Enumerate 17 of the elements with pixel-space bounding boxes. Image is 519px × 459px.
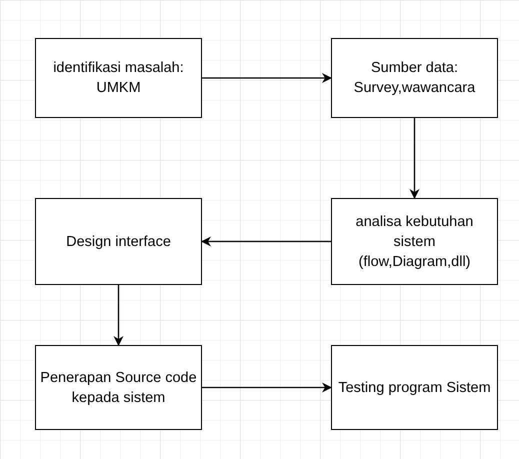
process-box <box>35 345 202 430</box>
box-label: Testing program Sistem <box>338 378 491 398</box>
process-box <box>35 198 202 285</box>
box-label: Sumber data: Survey,wawancara <box>352 59 476 98</box>
process-box <box>35 38 202 118</box>
arrow <box>201 236 331 246</box>
box-label: Design interface <box>66 232 171 252</box>
arrow <box>202 73 332 83</box>
arrow <box>114 285 124 346</box>
arrow <box>410 118 420 199</box>
box-label: Penerapan Source code kepada sistem <box>40 368 197 408</box>
box-label: analisa kebutuhan sistem (flow,Diagram,dll) <box>354 212 474 272</box>
process-box <box>331 198 498 285</box>
arrow <box>202 382 332 392</box>
process-box <box>331 38 498 118</box>
process-box <box>331 345 498 430</box>
box-label: identifikasi masalah: UMKM <box>52 59 185 98</box>
